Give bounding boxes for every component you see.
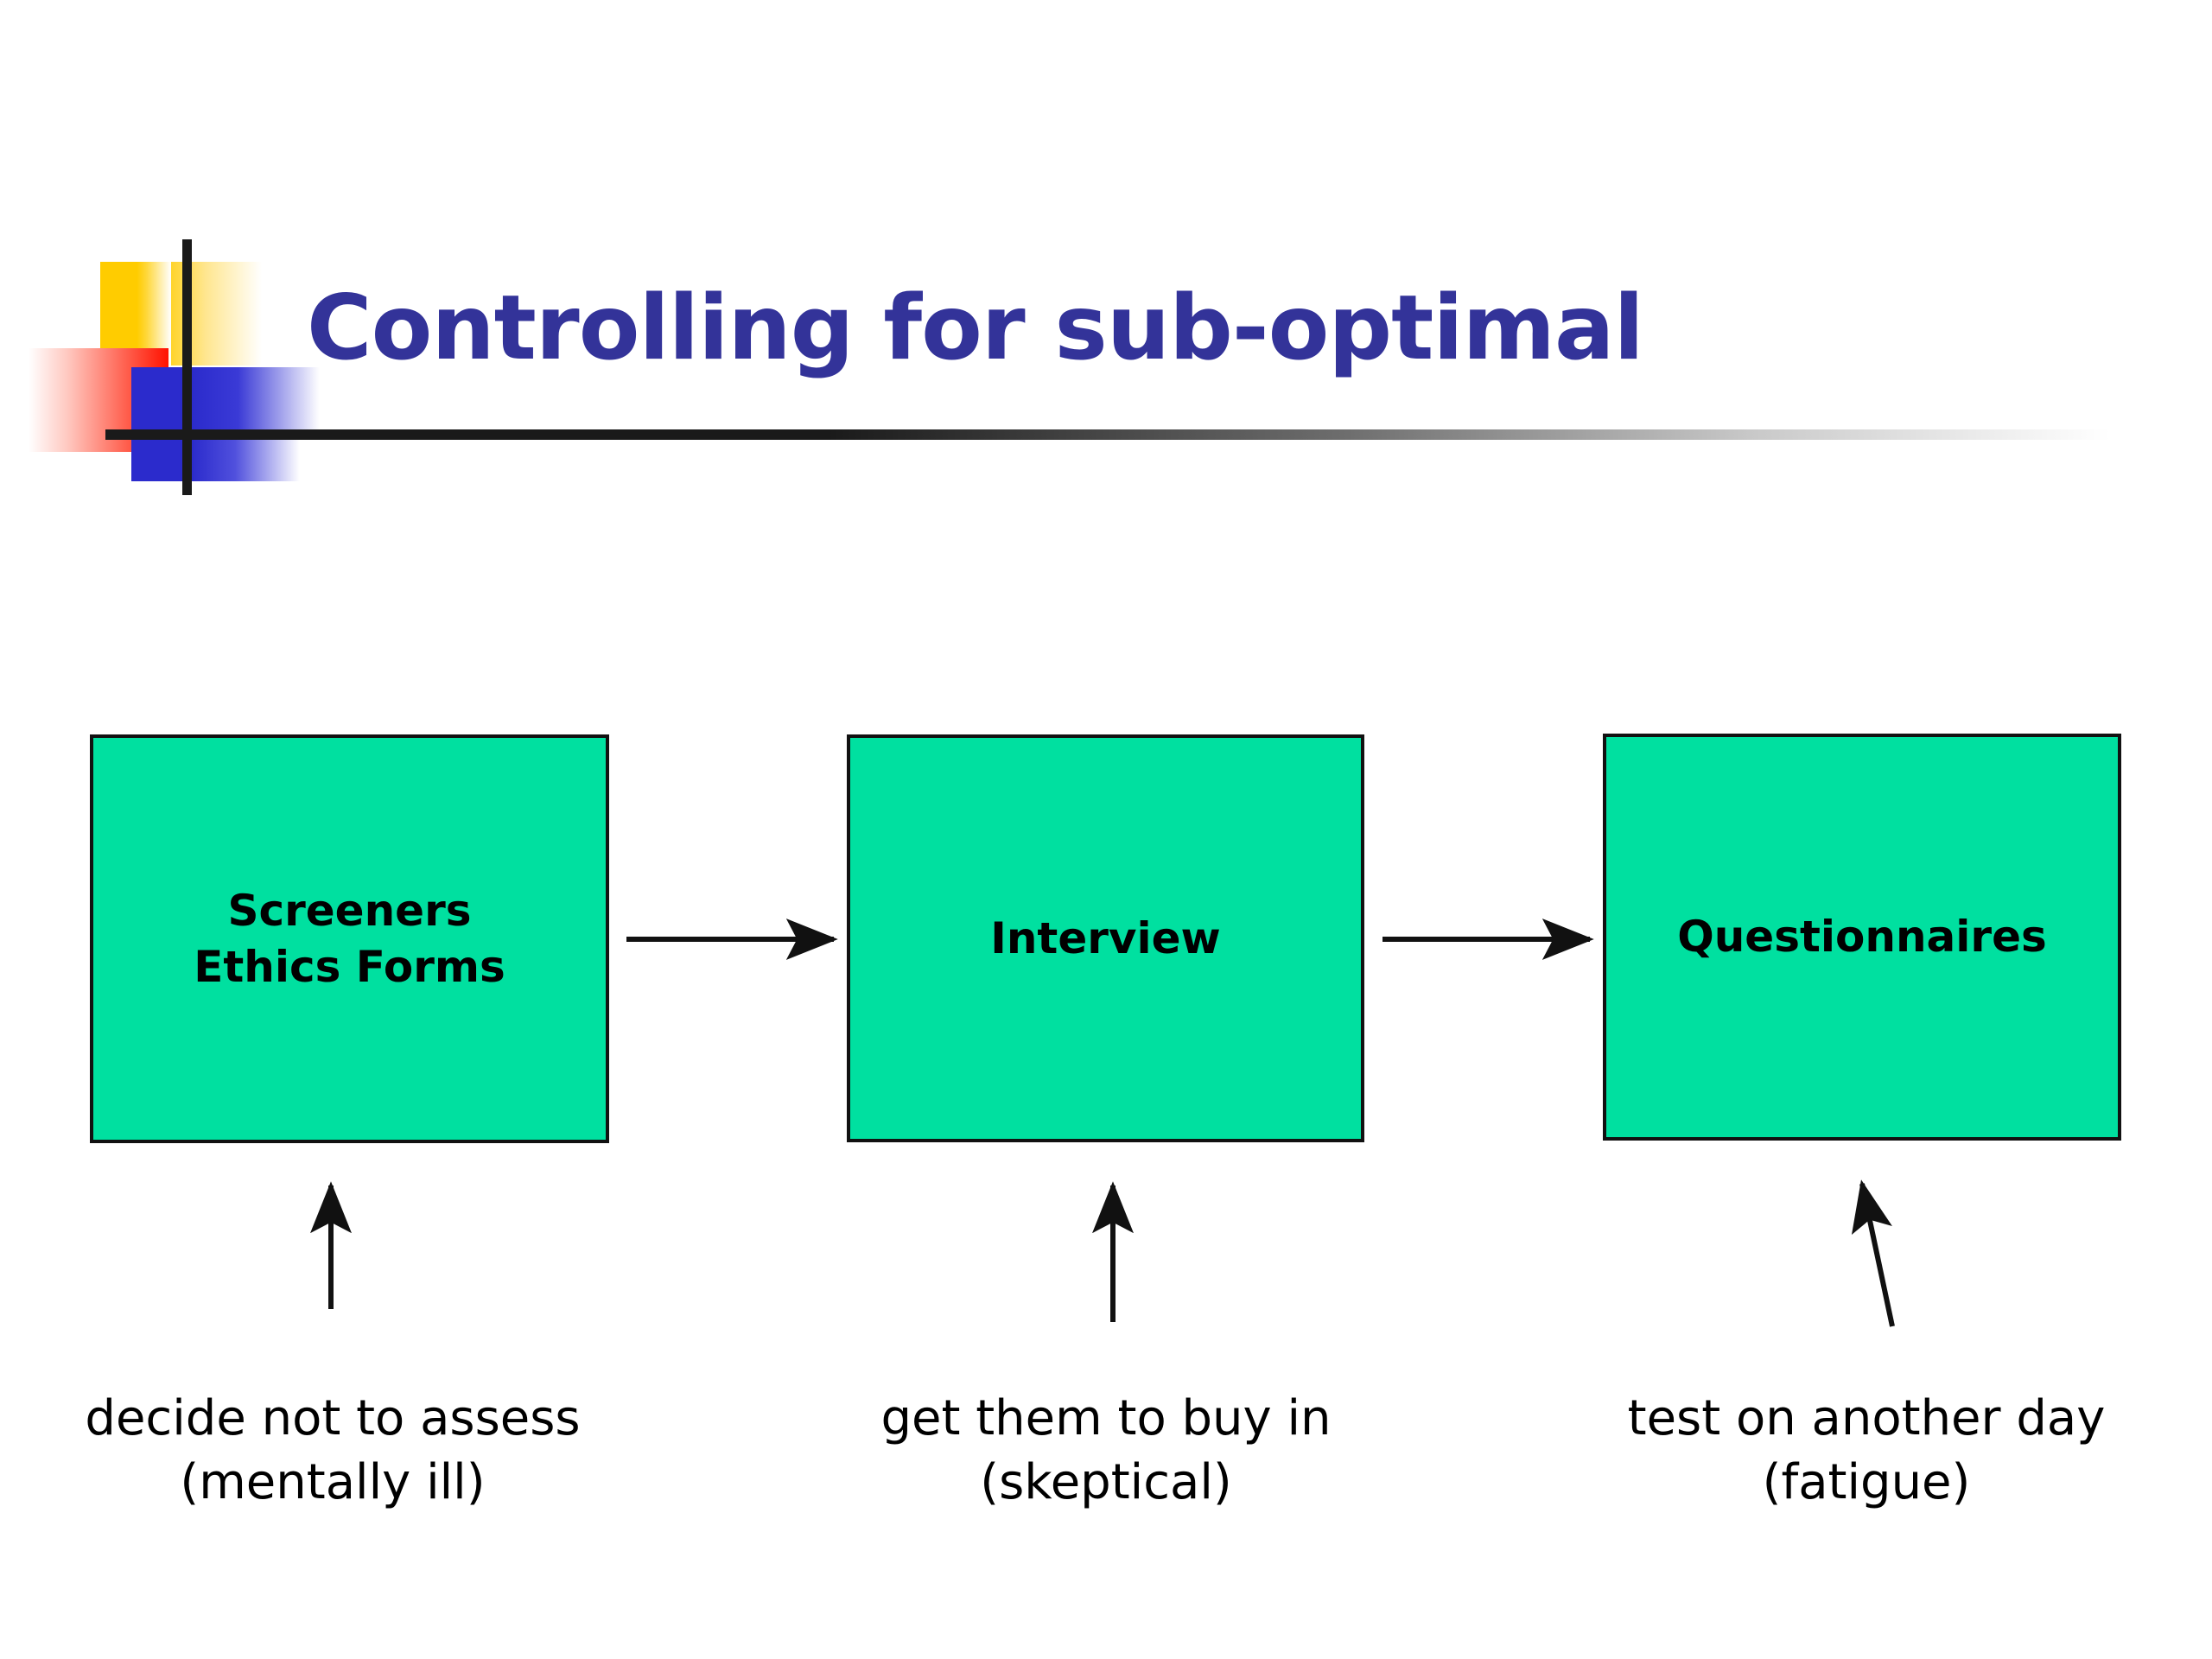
decoration-blue-fade-upper (192, 367, 320, 432)
process-box-questionnaires[interactable]: Questionnaires (1603, 734, 2121, 1141)
process-box-label: Screeners Ethics Forms (194, 885, 505, 992)
process-box-screeners[interactable]: Screeners Ethics Forms (90, 734, 609, 1143)
decoration-blue-square (131, 367, 192, 481)
caption-questionnaires: test on another day (fatigue) (1627, 1390, 2106, 1511)
process-box-label: Questionnaires (1677, 912, 2047, 962)
caption-arrow-fatigue (1851, 1179, 1895, 1327)
decoration-blue-fade-lower (192, 432, 300, 481)
caption-interview: get them to buy in (skeptical) (880, 1390, 1332, 1511)
caption-screeners: decide not to assess (mentally ill) (85, 1390, 581, 1511)
process-box-interview[interactable]: Interview (847, 734, 1364, 1142)
decoration-horizontal-rule (105, 429, 2110, 440)
slide-title: Controlling for sub-optimal (307, 276, 1644, 380)
decoration-vertical-rule (182, 239, 192, 495)
process-box-label: Interview (990, 912, 1221, 963)
